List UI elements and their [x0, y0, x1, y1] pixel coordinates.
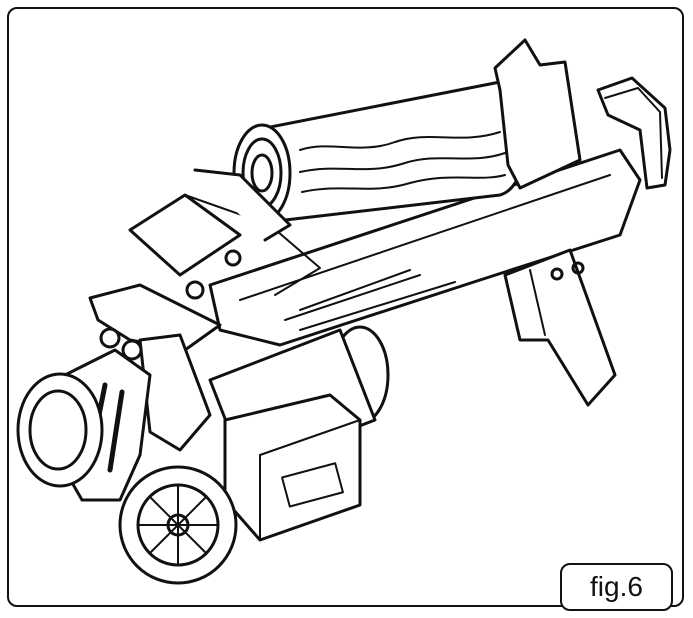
figure-label: fig.6	[560, 563, 673, 611]
